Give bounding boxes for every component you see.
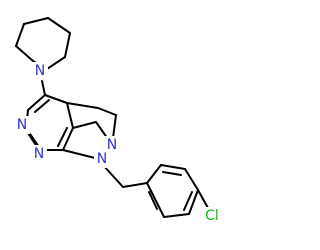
chemical-structure-diagram: N N N N N Cl (14, 17, 224, 225)
piperidine-ring (15, 17, 71, 70)
bond-methylene-to-phenyl (122, 182, 148, 188)
atom-n-piperidine: N (32, 62, 48, 80)
atom-n-pyrimidine-upper: N (14, 116, 30, 134)
atom-n-pyrimidine-lower: N (31, 145, 47, 163)
atom-n-pyrazole-2: N (104, 136, 120, 154)
benzene-ring (146, 164, 199, 218)
atom-label-n: N (35, 63, 45, 79)
bond-n1-to-methylene (102, 164, 124, 188)
atom-n-pyrazole-1: N (94, 150, 110, 168)
atom-label-n: N (107, 137, 117, 153)
atom-chlorine: Cl (200, 207, 224, 225)
atom-label-n: N (17, 117, 27, 133)
bond-phenyl-to-chlorine (197, 189, 209, 209)
atom-label-n: N (97, 151, 107, 167)
pyrimidine-ring (25, 94, 74, 151)
bond-piperidine-to-pyrimidine (41, 80, 46, 96)
atom-label-cl: Cl (205, 208, 219, 224)
atom-label-n: N (34, 146, 44, 162)
